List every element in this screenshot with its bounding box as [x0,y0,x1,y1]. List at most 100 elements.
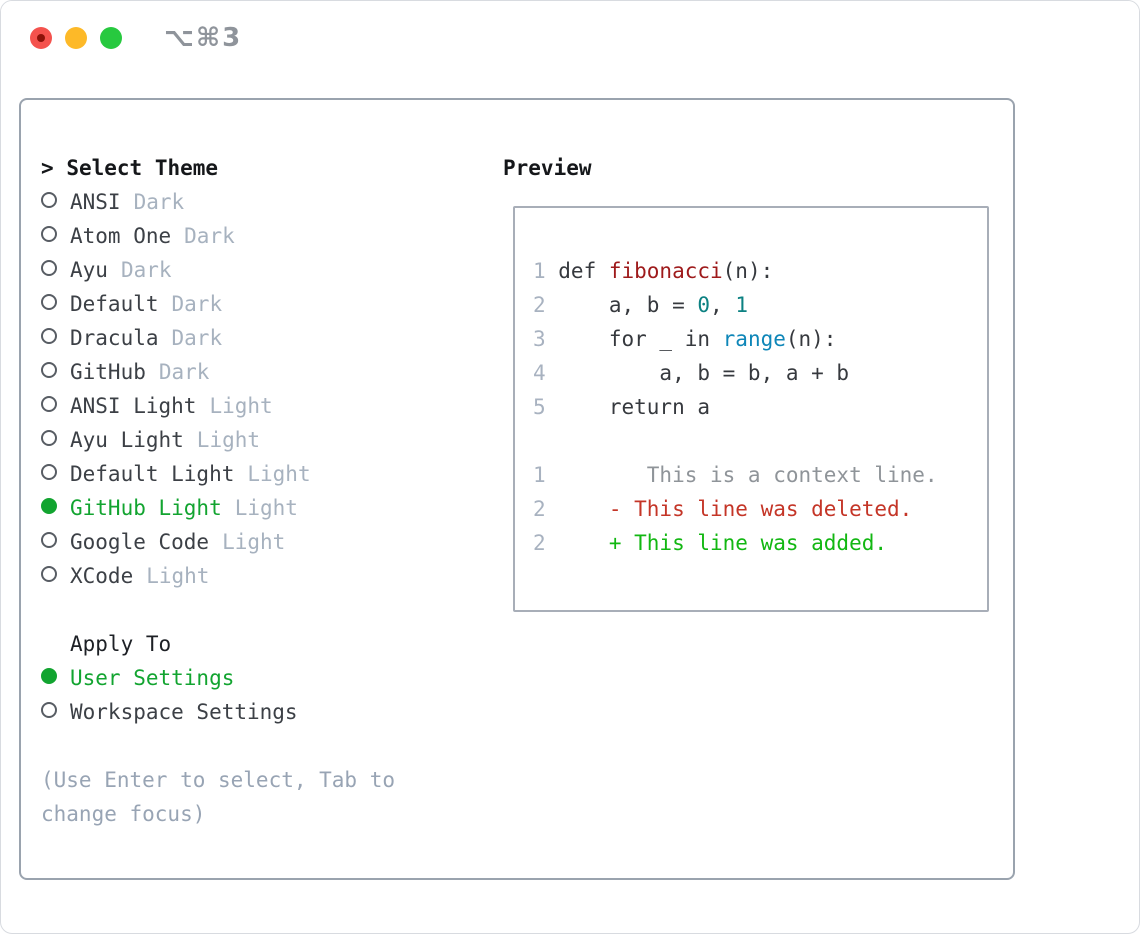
preview-line: 1 This is a context line. [533,458,938,492]
help-line: (Use Enter to select, Tab to [41,768,396,792]
theme-name: XCode [70,564,134,588]
theme-variant-tag: Light [222,530,286,554]
theme-name: Default [70,292,159,316]
apply-to-options: User Settings Workspace Settings [41,661,298,729]
radio-circle-icon [41,498,57,514]
theme-option[interactable]: ANSI Light Light [41,389,311,423]
theme-option[interactable]: Dracula Dark [41,321,311,355]
radio-circle-icon [41,226,57,242]
window-title: ⌥⌘3 [164,23,243,53]
radio-circle-icon [41,192,57,208]
apply-to-header: Apply To [70,632,172,656]
theme-option[interactable]: Google Code Light [41,525,311,559]
preview-line: 3 for _ in range(n): [533,322,938,356]
preview-line: 2 + This line was added. [533,526,938,560]
theme-option[interactable]: Atom One Dark [41,219,311,253]
theme-variant-tag: Dark [184,224,235,248]
line-number: 2 [533,293,546,317]
theme-name: Ayu [70,258,108,282]
apply-to-section: Apply To User Settings Workspace Setting… [41,627,298,729]
theme-name: GitHub [70,360,146,384]
line-number: 1 [533,259,546,283]
theme-name: ANSI Light [70,394,197,418]
theme-option[interactable]: GitHub Dark [41,355,311,389]
theme-name: Default Light [70,462,235,486]
theme-variant-tag: Light [247,462,311,486]
theme-variant-tag: Dark [133,190,185,214]
theme-variant-tag: Light [196,428,261,452]
theme-name: User Settings [70,666,235,690]
radio-circle-icon [41,260,57,276]
line-content: - This line was deleted. [558,497,913,521]
theme-name: Workspace Settings [70,700,298,724]
select-theme-header: > Select Theme [41,151,311,185]
theme-option[interactable]: Default Light Light [41,457,311,491]
radio-circle-icon [41,464,57,480]
line-number: 3 [533,327,546,351]
radio-circle-icon [41,668,57,684]
theme-option[interactable]: Default Dark [41,287,311,321]
zoom-button[interactable] [100,27,122,49]
preview-blank-line [533,424,938,458]
line-content: a, b = 0, 1 [558,293,748,317]
close-button[interactable] [30,27,52,49]
theme-variant-tag: Dark [158,360,210,384]
line-content: return a [558,395,710,419]
theme-variant-tag: Light [209,394,273,418]
theme-option[interactable]: ANSI Dark [41,185,311,219]
radio-circle-icon [41,702,57,718]
line-number: 2 [533,531,546,555]
preview-line: 2 a, b = 0, 1 [533,288,938,322]
theme-name: Google Code [70,530,210,554]
diff-preview: 1 This is a context line. 2 - This line … [533,458,938,560]
theme-name: Ayu Light [70,428,184,452]
theme-option[interactable]: GitHub Light Light [41,491,311,525]
line-content: This is a context line. [558,463,938,487]
line-number: 2 [533,497,546,521]
theme-variant-tag: Dark [171,326,223,350]
apply-to-option[interactable]: Workspace Settings [41,695,298,729]
theme-option[interactable]: XCode Light [41,559,311,593]
radio-circle-icon [41,532,57,548]
theme-name: Dracula [70,326,159,350]
title-bar: ⌥⌘3 [1,1,1139,73]
radio-circle-icon [41,566,57,582]
theme-name: Atom One [70,224,172,248]
theme-variant-tag: Dark [171,292,223,316]
help-line: change focus) [41,802,206,826]
minimize-button[interactable] [65,27,87,49]
theme-option[interactable]: Ayu Light Light [41,423,311,457]
cursor-prefix: > [41,156,54,180]
theme-variant-tag: Dark [120,258,172,282]
line-number: 1 [533,463,546,487]
preview-line: 5 return a [533,390,938,424]
theme-option[interactable]: Ayu Dark [41,253,311,287]
preview-header: Preview [503,156,592,180]
radio-circle-icon [41,396,57,412]
line-content: a, b = b, a + b [558,361,850,385]
line-content: for _ in range(n): [558,327,837,351]
theme-variant-tag: Light [234,496,298,520]
theme-variant-tag: Light [146,564,210,588]
apply-to-option[interactable]: User Settings [41,661,298,695]
radio-circle-icon [41,430,57,446]
help-text: (Use Enter to select, Tab to change focus… [41,763,395,831]
preview-line: 4 a, b = b, a + b [533,356,938,390]
preview-line: 2 - This line was deleted. [533,492,938,526]
theme-name: GitHub Light [70,496,222,520]
radio-circle-icon [41,362,57,378]
line-content: + This line was added. [558,531,888,555]
select-theme-label: Select Theme [66,156,219,180]
theme-name: ANSI [70,190,121,214]
radio-circle-icon [41,294,57,310]
radio-circle-icon [41,328,57,344]
line-number: 5 [533,395,546,419]
